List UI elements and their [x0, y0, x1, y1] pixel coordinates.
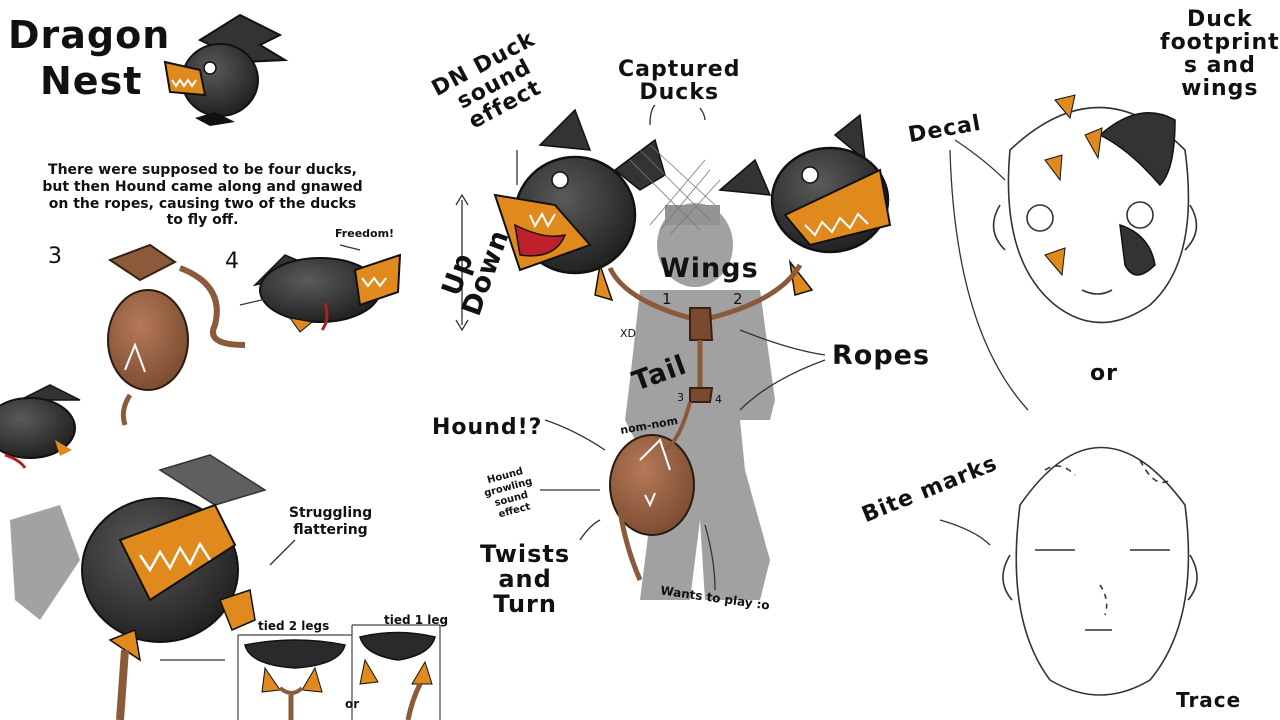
captured-duck-left: [493, 108, 666, 302]
twists-and-turn-label: Twists and Turn: [480, 540, 571, 619]
hound-with-rope-sketch: [107, 243, 246, 426]
title-duck-logo: [163, 13, 289, 126]
duck-footprints-label: Duck footprint s and wings: [1160, 7, 1280, 102]
rope-number-1: 1: [662, 290, 672, 308]
intro-note: There were supposed to be four ducks, bu…: [42, 162, 363, 229]
flying-duck-sketch: [252, 253, 402, 333]
tied-2-legs-label: tied 2 legs: [258, 619, 330, 633]
freedom-label: Freedom!: [335, 227, 395, 240]
struggling-label: Struggling flattering: [288, 505, 373, 538]
or-big-label: or: [1090, 361, 1118, 386]
rope-number-3: 3: [677, 391, 684, 404]
wing-ropes: [607, 263, 803, 403]
callout-arrows: [160, 104, 1029, 661]
captured-duck-right: [718, 113, 892, 296]
captured-ducks-label: Captured Ducks: [618, 57, 741, 106]
net-scribble: [629, 144, 721, 236]
artist-signature: Trace: [1176, 688, 1242, 712]
rope-number-4: 4: [715, 393, 722, 406]
wings-label: Wings: [660, 253, 759, 284]
tied-duck-a: [244, 639, 346, 720]
face-decal-markings: [1044, 94, 1176, 277]
title-line-2: Nest: [40, 59, 143, 103]
ropes-label: Ropes: [832, 340, 931, 371]
tied-duck-b: [359, 631, 436, 720]
or-small-label: or: [345, 697, 360, 711]
title-line-1: Dragon: [8, 13, 171, 57]
face-bite-marks-sketch: [1002, 446, 1198, 696]
face-decal-sketch: [992, 106, 1198, 324]
hound-center-sketch: [609, 401, 695, 581]
struggling-duck-sketch: [10, 454, 267, 720]
partial-duck-sketch: [0, 384, 81, 469]
rope-number-2: 2: [733, 290, 743, 308]
panel-3-number: 3: [48, 244, 63, 269]
tied-legs-diagrams: [237, 624, 441, 720]
hound-label: Hound!?: [432, 415, 543, 440]
tied-1-leg-label: tied 1 leg: [384, 613, 449, 627]
xd-label: XD: [620, 327, 637, 340]
panel-4-number: 4: [225, 249, 240, 274]
